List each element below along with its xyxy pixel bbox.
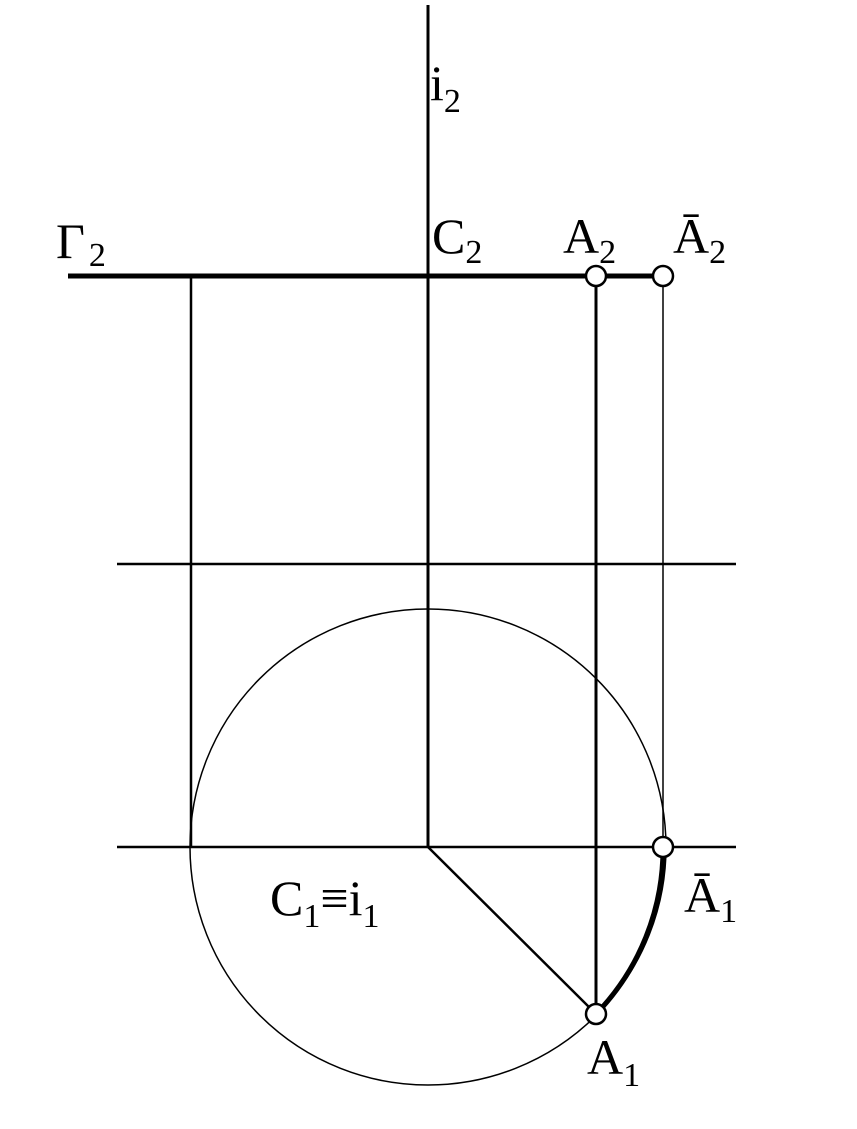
point-a1-marker xyxy=(584,1002,608,1026)
label-a2: A2 xyxy=(563,208,616,271)
label-abar2: Ā2 xyxy=(673,208,726,271)
point-abar1-marker xyxy=(651,835,675,859)
label-c1-equiv-i1: C1≡i1 xyxy=(270,870,379,935)
point-a2-marker xyxy=(584,264,608,288)
label-c2: C2 xyxy=(432,208,482,271)
rotation-arc xyxy=(594,846,666,1016)
radius-c1-a1 xyxy=(427,846,597,1015)
label-a1: A1 xyxy=(587,1029,640,1094)
label-i2: i2 xyxy=(430,55,461,120)
point-abar2-marker xyxy=(651,264,675,288)
label-abar1: Ā1 xyxy=(684,867,737,930)
